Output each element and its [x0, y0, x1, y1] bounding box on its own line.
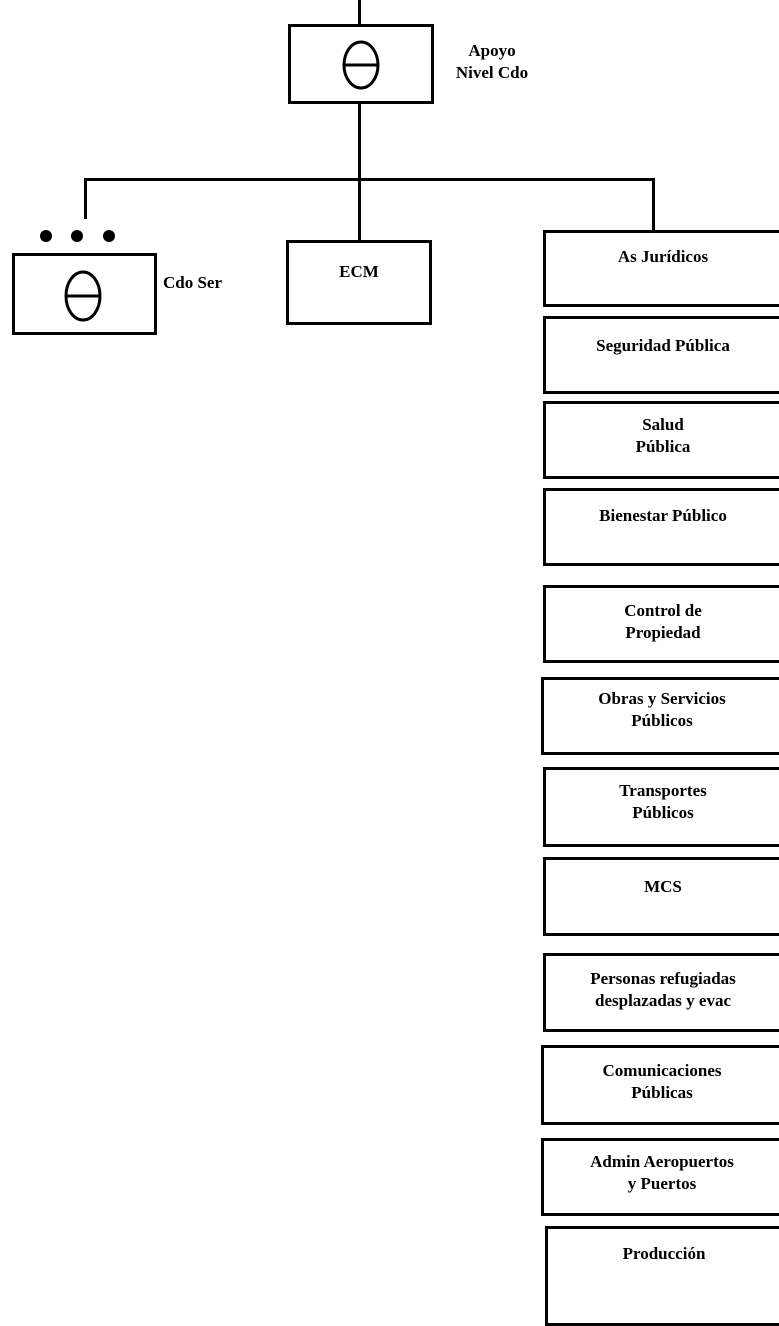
size-dot	[71, 230, 83, 242]
staff-section-box: Admin Aeropuertos y Puertos	[541, 1138, 779, 1216]
top-incoming-line	[358, 0, 361, 25]
staff-section-box: Bienestar Público	[543, 488, 779, 566]
staff-section-box: As Jurídicos	[543, 230, 779, 307]
staff-section-box: Producción	[545, 1226, 779, 1326]
left-unit-box	[12, 253, 157, 335]
staff-section-label: Comunicaciones Públicas	[602, 1061, 722, 1102]
staff-section-label: MCS	[644, 877, 682, 896]
size-dot	[103, 230, 115, 242]
staff-section-label: Control de Propiedad	[624, 601, 702, 642]
top-to-bus-line	[358, 103, 361, 179]
center-drop-line	[358, 178, 361, 241]
staff-section-label: Obras y Servicios Públicos	[598, 689, 726, 730]
size-dot	[40, 230, 52, 242]
horizontal-bus-line	[84, 178, 655, 181]
staff-section-box: Salud Pública	[543, 401, 779, 479]
staff-section-label: Producción	[622, 1244, 706, 1263]
staff-section-box: Obras y Servicios Públicos	[541, 677, 779, 755]
top-unit-box	[288, 24, 434, 104]
unit-size-indicator	[40, 230, 120, 244]
staff-section-box: MCS	[543, 857, 779, 936]
staff-section-label: Admin Aeropuertos y Puertos	[590, 1152, 734, 1193]
ecm-label: ECM	[339, 262, 379, 281]
staff-section-label: Bienestar Público	[599, 506, 727, 525]
staff-section-box: Comunicaciones Públicas	[541, 1045, 779, 1125]
right-drop-line	[652, 178, 655, 231]
staff-section-label: As Jurídicos	[617, 247, 709, 266]
staff-section-box: Seguridad Pública	[543, 316, 779, 394]
staff-section-label: Salud Pública	[635, 415, 691, 456]
staff-section-box: Transportes Públicos	[543, 767, 779, 847]
left-drop-line	[84, 178, 87, 219]
staff-section-label: Seguridad Pública	[596, 336, 730, 355]
staff-section-box: Control de Propiedad	[543, 585, 779, 663]
staff-section-box: Personas refugiadas desplazadas y evac	[543, 953, 779, 1032]
left-unit-label: Cdo Ser	[163, 273, 223, 292]
staff-section-label: Transportes Públicos	[619, 781, 707, 822]
theta-icon	[64, 270, 102, 322]
theta-icon	[342, 40, 380, 90]
ecm-box: ECM	[286, 240, 432, 325]
staff-section-label: Personas refugiadas desplazadas y evac	[590, 969, 736, 1010]
top-unit-label: Apoyo Nivel Cdo	[455, 41, 529, 82]
